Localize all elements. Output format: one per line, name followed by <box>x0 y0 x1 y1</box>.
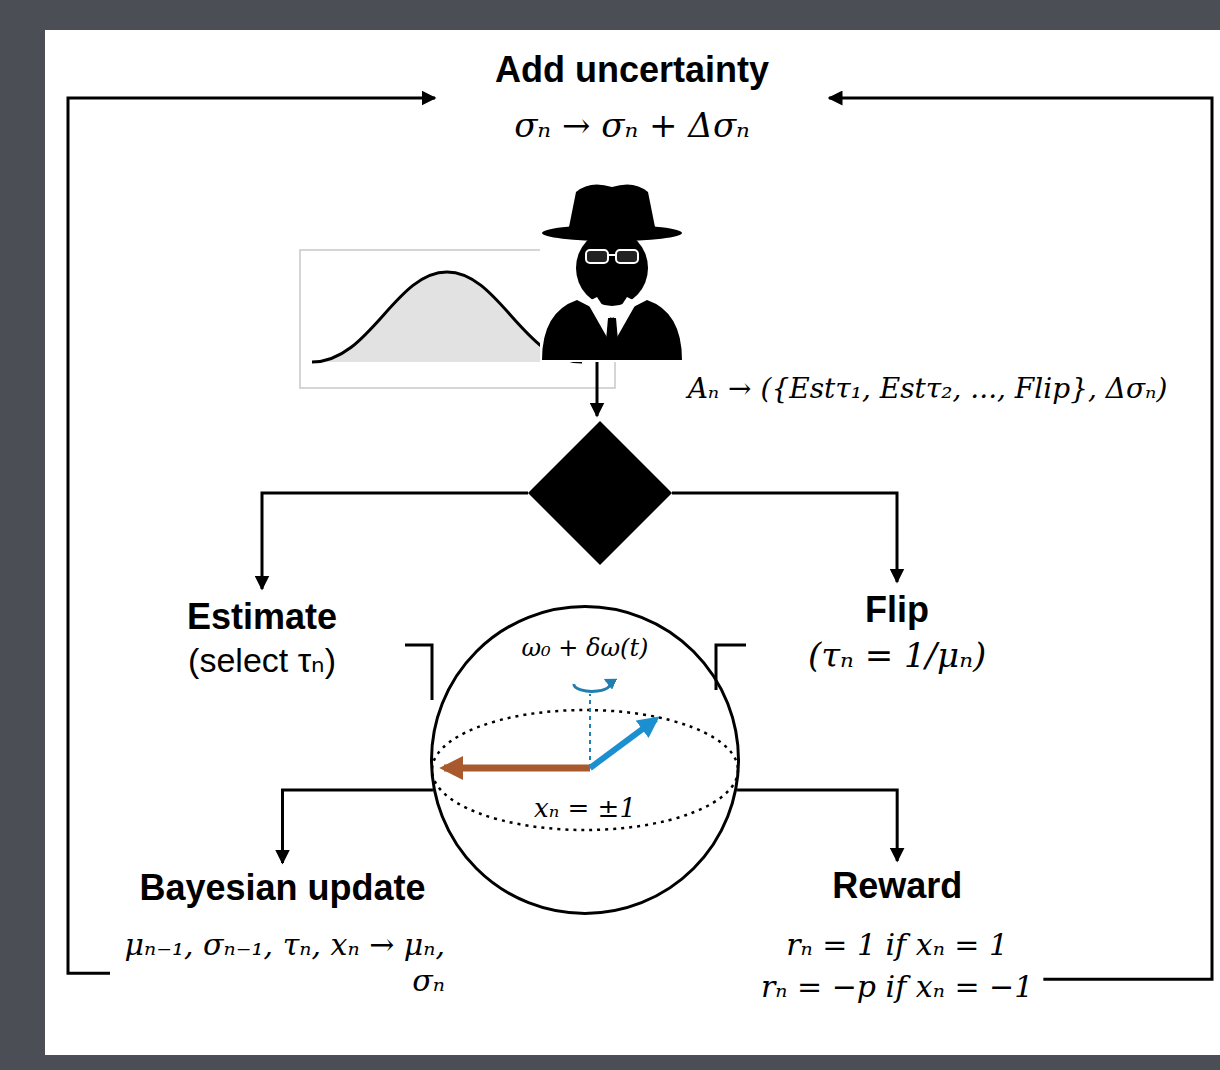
step-heading: Reward <box>761 864 1033 907</box>
process-step: Flip(τₙ = 1/μₙ) <box>802 588 992 676</box>
branch-arrow <box>672 493 897 582</box>
rotation-axis <box>589 694 591 768</box>
agent-glasses <box>586 250 608 263</box>
agent-tie <box>605 318 619 360</box>
agent-ground <box>540 178 702 362</box>
formula: rₙ = 1 if xₙ = 1 <box>761 927 1033 963</box>
decision-diamond <box>528 421 672 565</box>
agent-glasses <box>616 250 638 263</box>
agent-hat <box>568 184 656 232</box>
step-heading: Estimate <box>187 595 337 638</box>
branch-arrow <box>262 493 528 589</box>
flow-arrow <box>829 98 1212 979</box>
equator <box>432 710 738 830</box>
process-step: Bayesian update μₙ₋₁, σₙ₋₁, τₙ, xₙ → μₙ, … <box>114 866 451 999</box>
bracket <box>716 645 746 690</box>
flow-arrow <box>737 790 897 861</box>
action-arrow <box>596 362 599 416</box>
step-heading: Bayesian update <box>120 866 445 909</box>
process-step: Estimate(select τₙ) <box>181 595 343 681</box>
formula: μₙ₋₁, σₙ₋₁, τₙ, xₙ → μₙ, σₙ <box>120 927 445 999</box>
formula: σₙ → σₙ + Δσₙ <box>495 105 769 146</box>
measurement-vector <box>444 765 590 772</box>
bracket <box>405 645 432 700</box>
agent-glasses-bridge <box>608 254 616 256</box>
formula: rₙ = −p if xₙ = −1 <box>761 969 1033 1005</box>
step-note: (select τₙ) <box>187 640 337 681</box>
state-vector <box>590 719 656 768</box>
agent-head <box>576 230 648 306</box>
step-heading: Flip <box>808 588 986 631</box>
outcome-label: xₙ = ±1 <box>530 793 640 824</box>
process-step: Reward rₙ = 1 if xₙ = 1 rₙ = −p if xₙ = −1 <box>755 864 1039 1005</box>
action-label: Aₙ → ({Estτ₁, Estτ₂, ..., Flip}, Δσₙ) <box>645 372 1210 406</box>
rotation-arrow <box>574 680 610 691</box>
bloch-sphere: ω₀ + δω(t) xₙ = ±1 <box>430 605 740 915</box>
agent-body <box>542 300 682 360</box>
process-step: Add uncertainty σₙ → σₙ + Δσₙ <box>435 48 829 146</box>
step-heading: Add uncertainty <box>495 48 769 91</box>
flow-arrow <box>283 790 433 863</box>
frequency-label: ω₀ + δω(t) <box>518 634 653 663</box>
formula: (τₙ = 1/μₙ) <box>808 635 986 676</box>
flow-arrow <box>68 98 435 973</box>
